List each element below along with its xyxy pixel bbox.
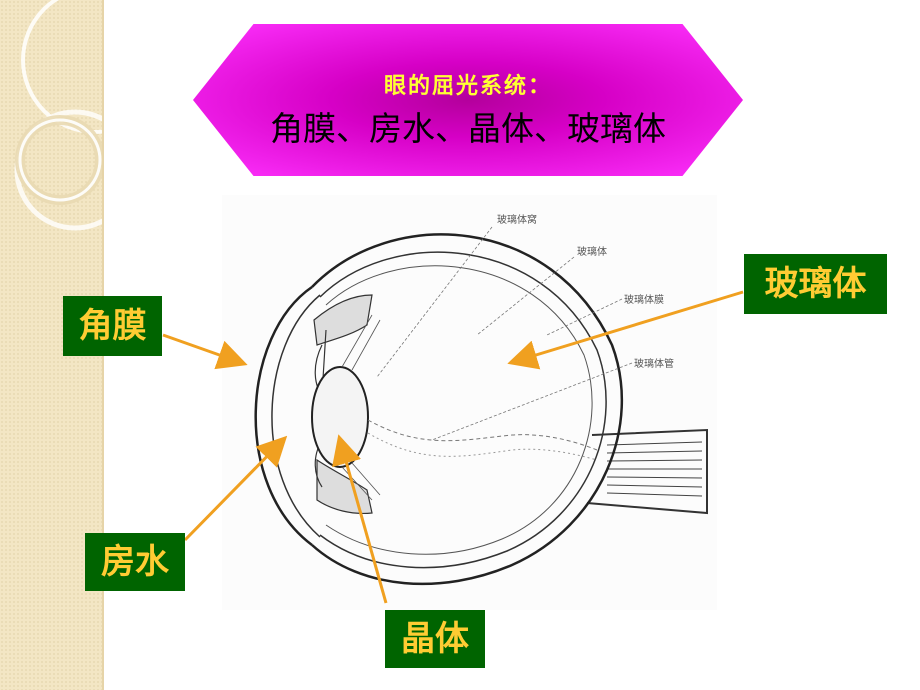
- annotation-vitreous-canal: 玻璃体管: [634, 357, 674, 370]
- title-subtitle: 角膜、房水、晶体、玻璃体: [270, 109, 666, 148]
- optic-nerve-fibers: [606, 441, 703, 497]
- label-vitreous: 玻璃体: [744, 254, 887, 314]
- label-cornea: 角膜: [63, 296, 162, 356]
- title-banner: 眼的屈光系统： 角膜、房水、晶体、玻璃体: [193, 24, 743, 176]
- title-heading: 眼的屈光系统：: [383, 73, 552, 99]
- decorative-rings: [14, 0, 102, 231]
- label-aqueous: 房水: [85, 533, 185, 591]
- annotation-vitreous-body: 玻璃体: [577, 245, 607, 258]
- annotation-vitreous-chamber: 玻璃体窝: [497, 213, 537, 226]
- annotation-vitreous-membrane: 玻璃体膜: [624, 293, 664, 306]
- eye-diagram-drawing: 玻璃体窝 玻璃体 玻璃体膜 玻璃体管: [254, 213, 708, 586]
- eye-diagram: 玻璃体窝 玻璃体 玻璃体膜 玻璃体管: [222, 195, 717, 610]
- label-lens: 晶体: [385, 610, 485, 668]
